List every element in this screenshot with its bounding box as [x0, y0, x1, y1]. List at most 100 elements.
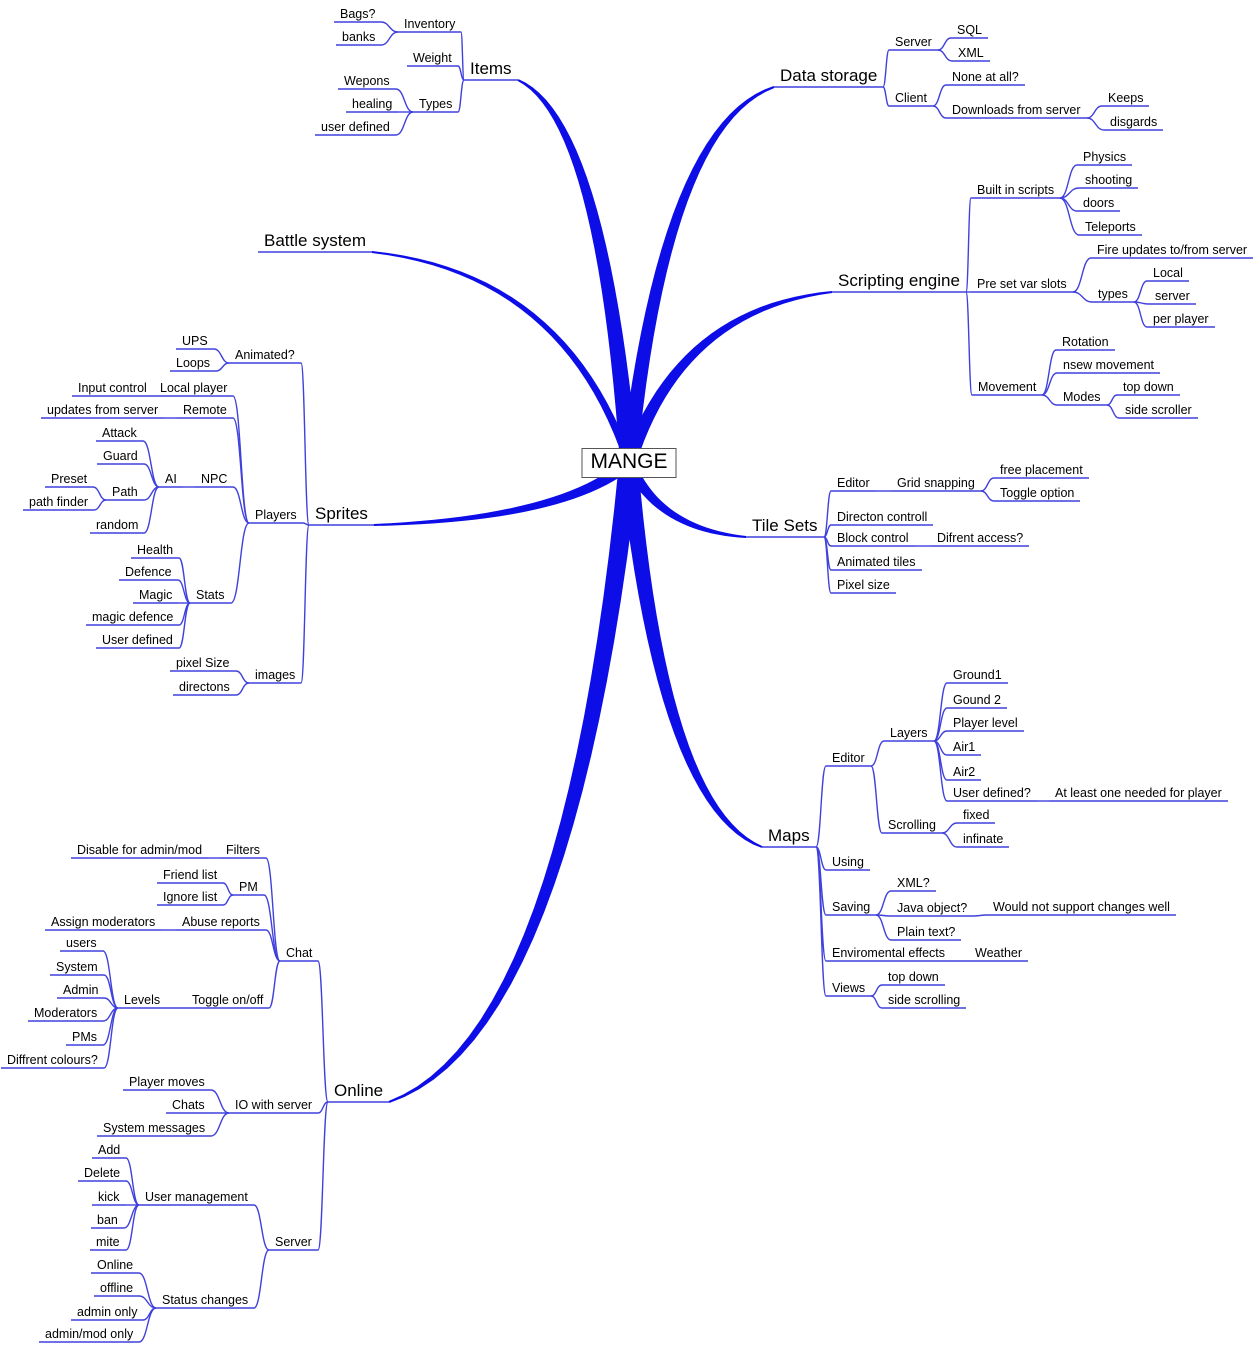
node-players[interactable]: Players [255, 508, 297, 522]
node-user-management[interactable]: User management [145, 1190, 248, 1204]
node-remote[interactable]: Remote [183, 403, 227, 417]
node-magic-defence[interactable]: magic defence [92, 610, 174, 624]
node-animated[interactable]: Animated? [235, 348, 295, 362]
node-offline[interactable]: offline [100, 1281, 134, 1295]
node-rotation[interactable]: Rotation [1062, 335, 1109, 349]
node-directons[interactable]: directons [179, 680, 230, 694]
node-disgards[interactable]: disgards [1110, 115, 1158, 129]
node-admin-only[interactable]: admin only [77, 1305, 138, 1319]
node-views[interactable]: Views [832, 981, 866, 995]
node-items[interactable]: Items [470, 59, 512, 78]
node-toggle-on-off[interactable]: Toggle on/off [192, 993, 264, 1007]
node-physics[interactable]: Physics [1083, 150, 1127, 164]
node-users[interactable]: users [66, 936, 97, 950]
node-user-defined[interactable]: user defined [321, 120, 390, 134]
node-kick[interactable]: kick [98, 1190, 120, 1204]
node-pm[interactable]: PM [239, 880, 258, 894]
node-ban[interactable]: ban [97, 1213, 118, 1227]
node-sprites[interactable]: Sprites [315, 504, 368, 523]
node-scrolling[interactable]: Scrolling [888, 818, 936, 832]
node-online[interactable]: Online [334, 1081, 384, 1100]
node-xml[interactable]: XML? [897, 876, 930, 890]
node-online[interactable]: Online [97, 1258, 134, 1272]
node-health[interactable]: Health [137, 543, 174, 557]
node-admin-mod-only[interactable]: admin/mod only [45, 1327, 134, 1341]
node-add[interactable]: Add [98, 1143, 121, 1157]
node-abuse-reports[interactable]: Abuse reports [182, 915, 260, 929]
node-fire-updates-to-from-server[interactable]: Fire updates to/from server [1097, 243, 1248, 257]
node-xml[interactable]: XML [958, 46, 984, 60]
node-moderators[interactable]: Moderators [34, 1006, 98, 1020]
node-mite[interactable]: mite [96, 1235, 120, 1249]
node-input-control[interactable]: Input control [78, 381, 147, 395]
node-side-scrolling[interactable]: side scrolling [888, 993, 961, 1007]
node-server[interactable]: Server [275, 1235, 312, 1249]
node-disable-for-admin-mod[interactable]: Disable for admin/mod [77, 843, 203, 857]
node-user-defined[interactable]: User defined [102, 633, 173, 647]
node-ups[interactable]: UPS [182, 334, 208, 348]
node-air2[interactable]: Air2 [953, 765, 976, 779]
node-free-placement[interactable]: free placement [1000, 463, 1083, 477]
node-random[interactable]: random [96, 518, 139, 532]
node-updates-from-server[interactable]: updates from server [47, 403, 159, 417]
node-pms[interactable]: PMs [72, 1030, 97, 1044]
node-shooting[interactable]: shooting [1085, 173, 1133, 187]
node-would-not-support-changes-well[interactable]: Would not support changes well [993, 900, 1170, 914]
node-user-defined[interactable]: User defined? [953, 786, 1031, 800]
node-tile-sets[interactable]: Tile Sets [752, 516, 818, 535]
node-loops[interactable]: Loops [176, 356, 211, 370]
node-healing[interactable]: healing [352, 97, 393, 111]
node-top-down[interactable]: top down [888, 970, 939, 984]
node-ignore-list[interactable]: Ignore list [163, 890, 218, 904]
node-sql[interactable]: SQL [957, 23, 983, 37]
node-keeps[interactable]: Keeps [1108, 91, 1144, 105]
node-animated-tiles[interactable]: Animated tiles [837, 555, 916, 569]
node-chats[interactable]: Chats [172, 1098, 205, 1112]
node-side-scroller[interactable]: side scroller [1125, 403, 1192, 417]
node-pixel-size[interactable]: Pixel size [837, 578, 890, 592]
node-using[interactable]: Using [832, 855, 864, 869]
node-types[interactable]: Types [419, 97, 453, 111]
node-client[interactable]: Client [895, 91, 927, 105]
root-node[interactable]: MANGE [581, 448, 677, 478]
node-local[interactable]: Local [1153, 266, 1183, 280]
node-pre-set-var-slots[interactable]: Pre set var slots [977, 277, 1067, 291]
node-path-finder[interactable]: path finder [29, 495, 89, 509]
node-movement[interactable]: Movement [978, 380, 1037, 394]
node-ai[interactable]: AI [165, 472, 177, 486]
node-weight[interactable]: Weight [413, 51, 452, 65]
node-types[interactable]: types [1098, 287, 1128, 301]
node-attack[interactable]: Attack [102, 426, 137, 440]
node-saving[interactable]: Saving [832, 900, 871, 914]
node-pixel-size[interactable]: pixel Size [176, 656, 230, 670]
node-system[interactable]: System [56, 960, 98, 974]
node-bags[interactable]: Bags? [340, 7, 376, 21]
node-enviromental-effects[interactable]: Enviromental effects [832, 946, 946, 960]
node-player-level[interactable]: Player level [953, 716, 1018, 730]
node-nsew-movement[interactable]: nsew movement [1063, 358, 1155, 372]
node-delete[interactable]: Delete [84, 1166, 121, 1180]
node-modes[interactable]: Modes [1063, 390, 1101, 404]
node-infinate[interactable]: infinate [963, 832, 1004, 846]
node-wepons[interactable]: Wepons [344, 74, 390, 88]
node-grid-snapping[interactable]: Grid snapping [897, 476, 975, 490]
node-weather[interactable]: Weather [975, 946, 1023, 960]
node-friend-list[interactable]: Friend list [163, 868, 218, 882]
node-images[interactable]: images [255, 668, 296, 682]
node-defence[interactable]: Defence [125, 565, 172, 579]
node-gound-2[interactable]: Gound 2 [953, 693, 1001, 707]
node-path[interactable]: Path [112, 485, 138, 499]
node-none-at-all[interactable]: None at all? [952, 70, 1019, 84]
node-system-messages[interactable]: System messages [103, 1121, 206, 1135]
node-difrent-access[interactable]: Difrent access? [937, 531, 1024, 545]
node-layers[interactable]: Layers [890, 726, 928, 740]
node-status-changes[interactable]: Status changes [162, 1293, 249, 1307]
node-magic[interactable]: Magic [139, 588, 173, 602]
node-assign-moderators[interactable]: Assign moderators [51, 915, 156, 929]
node-doors[interactable]: doors [1083, 196, 1115, 210]
node-editor[interactable]: Editor [837, 476, 870, 490]
node-stats[interactable]: Stats [196, 588, 225, 602]
node-player-moves[interactable]: Player moves [129, 1075, 205, 1089]
node-teleports[interactable]: Teleports [1085, 220, 1136, 234]
node-toggle-option[interactable]: Toggle option [1000, 486, 1075, 500]
